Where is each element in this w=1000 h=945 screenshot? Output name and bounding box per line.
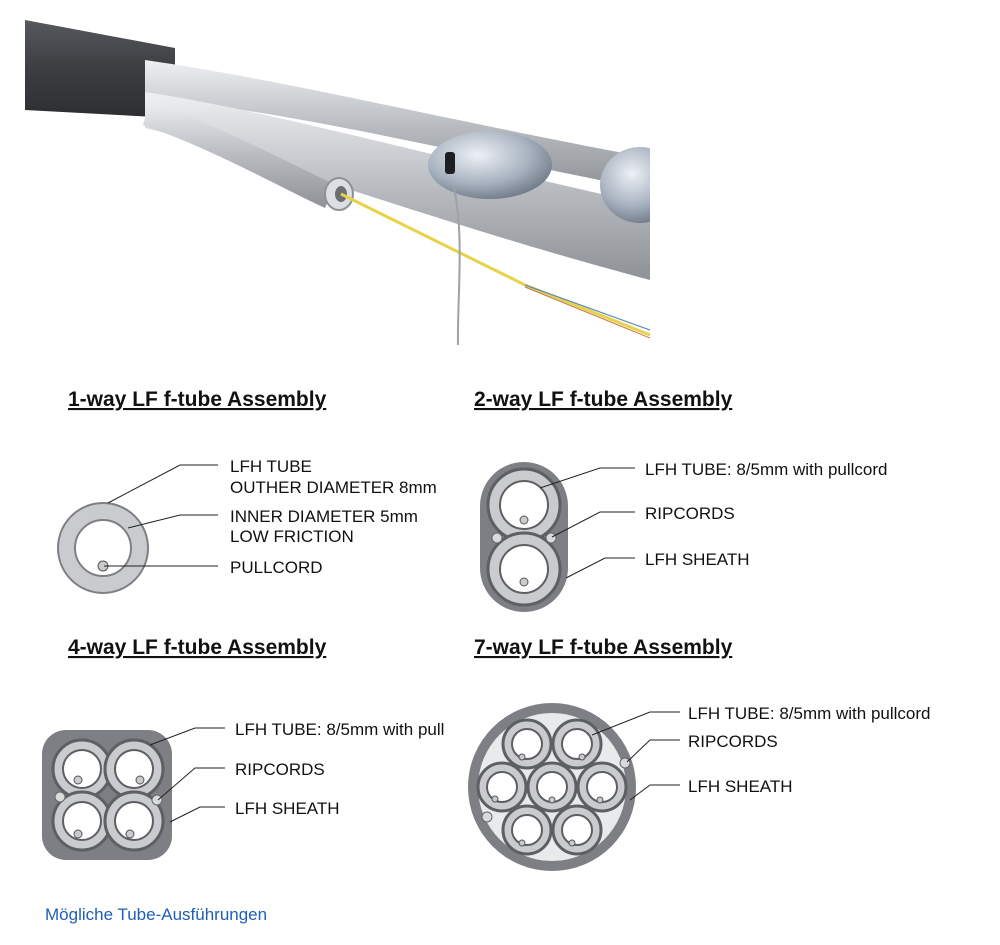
cross-section-7-way: [468, 703, 636, 871]
label-pullcord: PULLCORD: [230, 558, 323, 577]
leader-lfh-tube: [107, 464, 218, 504]
label-2way-sheath: LFH SHEATH: [645, 550, 750, 569]
leader-2way-sheath: [565, 557, 635, 579]
connector-clip: [445, 152, 455, 174]
leader-4way-ripcords: [157, 767, 225, 801]
label-2way-tube: LFH TUBE: 8/5mm with pullcord: [645, 460, 887, 479]
label-4way-tube: LFH TUBE: 8/5mm with pull: [235, 720, 444, 739]
label-7way-ripcords: RIPCORDS: [688, 732, 778, 751]
label-lfh-tube: LFH TUBE: [230, 457, 312, 476]
label-4way-ripcords: RIPCORDS: [235, 760, 325, 779]
label-low-friction: LOW FRICTION: [230, 527, 354, 546]
leader-2way-ripcords: [551, 511, 635, 538]
leader-2way-tube: [539, 467, 635, 489]
tube-connector-1: [428, 131, 552, 199]
label-7way-sheath: LFH SHEATH: [688, 777, 793, 796]
outer-jacket: [25, 20, 175, 118]
cross-section-2-way: [480, 462, 568, 612]
caption-link[interactable]: Mögliche Tube-Ausführungen: [45, 905, 268, 924]
label-4way-sheath: LFH SHEATH: [235, 799, 340, 818]
cross-section-4-way: [42, 730, 172, 860]
label-7way-tube: LFH TUBE: 8/5mm with pullcord: [688, 704, 930, 723]
leader-4way-tube: [149, 727, 225, 746]
cross-section-1-way: [57, 502, 149, 594]
title-4-way: 4-way LF f-tube Assembly: [68, 636, 327, 659]
label-inner-diameter: INNER DIAMETER 5mm: [230, 507, 418, 526]
pullcord-wire: [452, 184, 461, 345]
title-7-way: 7-way LF f-tube Assembly: [474, 636, 733, 659]
label-2way-ripcords: RIPCORDS: [645, 504, 735, 523]
fiber-strands: [524, 286, 650, 339]
cable-breakout-illustration: [25, 0, 650, 345]
tube-cut: [143, 100, 335, 208]
leader-4way-sheath: [169, 806, 225, 823]
title-2-way: 2-way LF f-tube Assembly: [474, 388, 733, 411]
leader-7way-sheath: [629, 784, 680, 801]
tube-connector-2: [600, 147, 650, 223]
tube-lower: [145, 92, 650, 280]
label-outer-diameter: OUTHER DIAMETER 8mm: [230, 478, 437, 497]
leader-7way-tube: [591, 711, 680, 736]
title-1-way: 1-way LF f-tube Assembly: [68, 388, 327, 411]
leader-inner-diameter: [127, 514, 218, 529]
fiber-strands: [524, 284, 650, 331]
leader-7way-ripcords: [626, 739, 680, 763]
